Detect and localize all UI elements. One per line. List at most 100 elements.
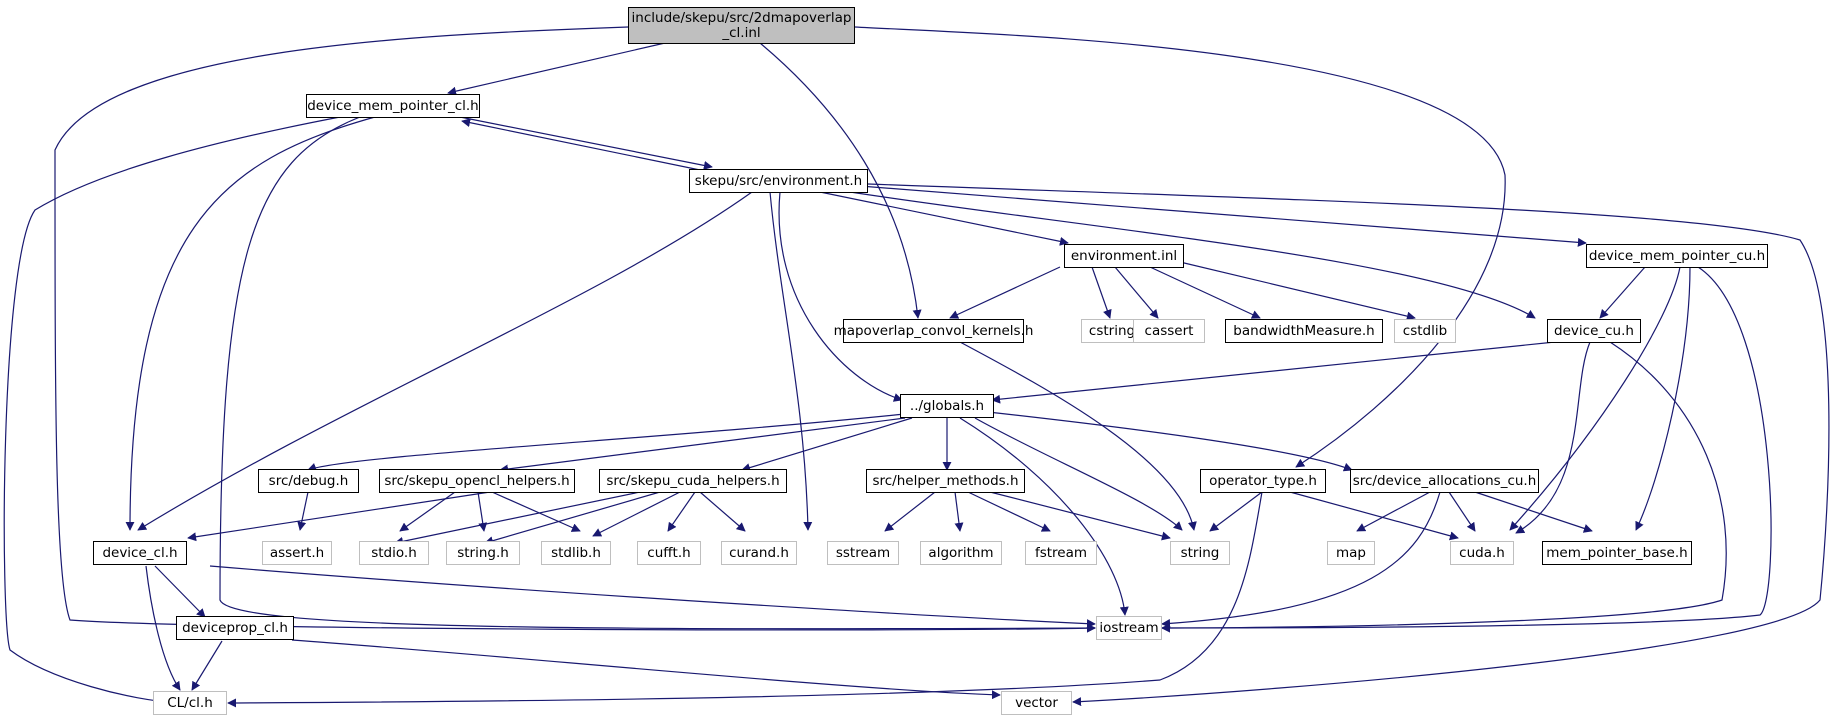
edge-deviceprop-cl-h — [191, 640, 223, 691]
edge-root-operator-type — [854, 26, 1506, 468]
node-skepu-cuda-helpers[interactable]: src/skepu_cuda_helpers.h — [599, 469, 787, 493]
node-device-mem-pointer-cl[interactable]: device_mem_pointer_cl.h — [306, 94, 480, 118]
edge-environment-device-cl — [137, 191, 753, 531]
node-root-line2: _cl.inl — [722, 24, 761, 41]
edge-cudah-curand — [699, 491, 746, 532]
edge-globals-opencl-helpers — [499, 417, 906, 474]
edge-envinl-cassert — [1114, 266, 1159, 319]
edge-devicecu-globals — [991, 341, 1556, 404]
edge-devalloc-iostream — [1161, 491, 1441, 628]
edge-dmpcu-device-cu — [1599, 266, 1646, 319]
edge-globals-cuda-helpers — [741, 417, 913, 472]
edge-openclh-device-cl — [187, 491, 491, 542]
node-environment-h[interactable]: skepu/src/environment.h — [689, 169, 868, 193]
edge-helper-sstream — [884, 491, 936, 532]
edge-dmpcl-iostream — [219, 116, 1096, 633]
edge-root-device-mem-pointer-cl — [447, 42, 666, 96]
edge-mapoverlap-string — [959, 341, 1197, 531]
edge-environment-environment-inl — [819, 191, 1069, 246]
edge-root-mapoverlap — [759, 42, 922, 319]
edge-helper-string — [989, 491, 1171, 541]
node-vector[interactable]: vector — [1001, 691, 1072, 715]
edge-cudah-string-h — [484, 491, 661, 546]
node-root-2dmapoverlap-cl-inl[interactable]: include/skepu/src/2dmapoverlap _cl.inl — [628, 7, 855, 44]
node-environment-inl[interactable]: environment.inl — [1064, 244, 1184, 268]
edge-openclh-stdio — [399, 491, 456, 532]
node-mapoverlap-convol-kernels[interactable]: mapoverlap_convol_kernels.h — [834, 319, 1033, 343]
edge-openclh-stdlib — [491, 491, 581, 532]
edge-optype-cuda-h — [1289, 491, 1459, 541]
node-sstream[interactable]: sstream — [827, 541, 899, 565]
edge-environment-dmpcu — [859, 185, 1587, 247]
node-map[interactable]: map — [1327, 541, 1375, 565]
edge-envinl-bandwidth — [1149, 266, 1261, 319]
node-mem-pointer-base[interactable]: mem_pointer_base.h — [1542, 541, 1692, 565]
edge-devalloc-map — [1356, 491, 1431, 532]
edge-globals-iostream — [959, 417, 1129, 616]
edge-devalloc-mem-pointer-base — [1474, 491, 1593, 533]
edge-helper-algorithm — [954, 491, 964, 532]
node-deviceprop-cl[interactable]: deviceprop_cl.h — [176, 616, 294, 640]
edge-cudah-cufft — [667, 491, 696, 532]
node-cufft-h[interactable]: cufft.h — [637, 541, 701, 565]
node-skepu-opencl-helpers[interactable]: src/skepu_opencl_helpers.h — [379, 469, 575, 493]
edge-environment-globals — [778, 191, 903, 402]
node-device-cl[interactable]: device_cl.h — [93, 541, 187, 565]
node-string[interactable]: string — [1170, 541, 1230, 565]
edge-envinl-cstring — [1091, 266, 1112, 319]
node-cstdlib[interactable]: cstdlib — [1394, 319, 1456, 343]
edge-envinl-mapoverlap — [949, 266, 1061, 319]
node-cassert[interactable]: cassert — [1133, 319, 1205, 343]
node-root-line1: include/skepu/src/2dmapoverlap — [631, 9, 852, 26]
edge-devicecl-cl-h — [145, 565, 181, 691]
node-iostream[interactable]: iostream — [1096, 616, 1162, 640]
edge-dmpcl-device-cl — [125, 116, 376, 531]
edge-debug-assert — [297, 491, 309, 531]
edge-optype-string — [1209, 491, 1263, 532]
node-algorithm[interactable]: algorithm — [920, 541, 1002, 565]
edge-devalloc-cuda-h — [1448, 491, 1476, 532]
edge-environment-vector — [867, 183, 1830, 707]
node-device-mem-pointer-cu[interactable]: device_mem_pointer_cu.h — [1586, 244, 1768, 268]
node-globals[interactable]: ../globals.h — [900, 394, 994, 418]
edge-cudah-stdlib — [592, 491, 681, 537]
node-device-cu[interactable]: device_cu.h — [1547, 319, 1641, 343]
edge-helper-fstream — [967, 491, 1051, 532]
node-bandwidth-measure[interactable]: bandwidthMeasure.h — [1225, 319, 1383, 343]
node-cstring[interactable]: cstring — [1081, 319, 1143, 343]
edge-dmpcu-iostream — [1161, 266, 1772, 633]
edge-cudah-stdio — [394, 491, 641, 546]
edge-dmpcl-environment — [459, 116, 713, 170]
node-cl-h[interactable]: CL/cl.h — [153, 691, 227, 715]
edge-deviceprop-vector — [291, 639, 1001, 700]
node-assert-h[interactable]: assert.h — [262, 541, 332, 565]
edge-dmpcl-cl-h — [3, 116, 341, 707]
edge-environment-dmpcl — [461, 118, 701, 171]
edge-root-iostream — [54, 26, 1096, 633]
node-stdlib-h[interactable]: stdlib.h — [541, 541, 611, 565]
node-cuda-h[interactable]: cuda.h — [1450, 541, 1514, 565]
edge-globals-device-allocations — [987, 411, 1353, 472]
edge-environment-device-cu — [849, 191, 1536, 319]
node-helper-methods[interactable]: src/helper_methods.h — [866, 469, 1025, 493]
edge-dmpcu-cuda-h — [1509, 266, 1681, 531]
edge-dmpcu-mem-pointer-base — [1635, 266, 1691, 531]
edge-devicecl-deviceprop — [154, 565, 206, 618]
edge-devicecu-cuda-h — [1515, 341, 1591, 534]
edge-devicecu-iostream — [1161, 341, 1727, 633]
edge-globals-debug — [307, 413, 906, 472]
node-fstream[interactable]: fstream — [1025, 541, 1097, 565]
node-debug[interactable]: src/debug.h — [258, 469, 359, 493]
node-stdio-h[interactable]: stdio.h — [359, 541, 429, 565]
node-operator-type[interactable]: operator_type.h — [1200, 469, 1326, 493]
node-curand-h[interactable]: curand.h — [721, 541, 797, 565]
edge-devicecl-iostream — [209, 565, 1096, 629]
node-device-allocations-cu[interactable]: src/device_allocations_cu.h — [1350, 469, 1539, 493]
edge-optype-cl-h — [227, 491, 1263, 708]
edge-environment-sstream — [769, 191, 813, 531]
edges — [3, 26, 1830, 708]
node-string-h[interactable]: string.h — [446, 541, 520, 565]
edge-envinl-cstdlib — [1179, 261, 1416, 321]
edge-globals-string — [974, 417, 1183, 531]
